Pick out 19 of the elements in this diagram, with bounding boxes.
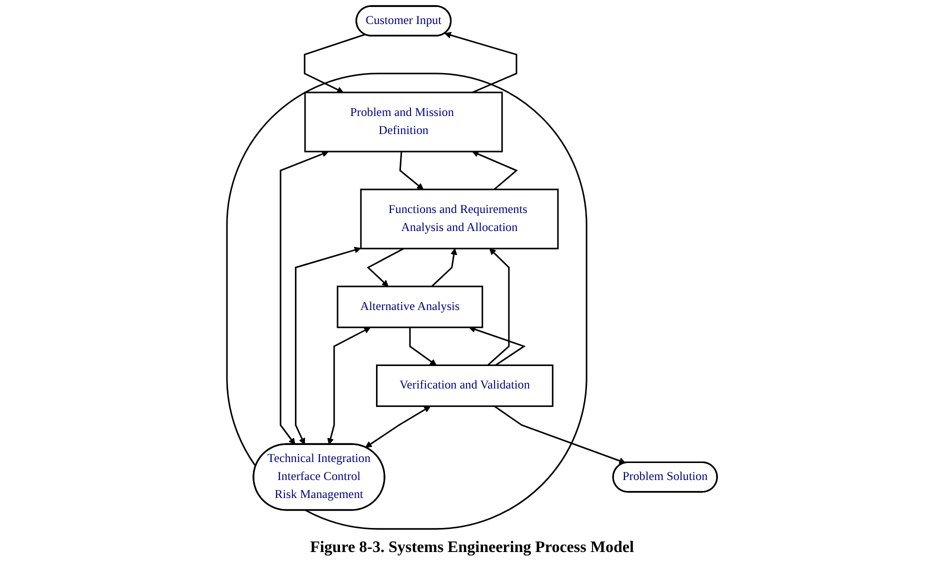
arrow (327, 327, 371, 445)
arrow (494, 406, 626, 464)
node-box: Alternative Analysis (336, 286, 484, 328)
arrow (280, 150, 329, 445)
arrow (399, 152, 424, 190)
arrow (409, 327, 437, 366)
arrow (294, 246, 361, 445)
node-box: Problem and Mission Definition (304, 92, 503, 152)
arrow (366, 248, 404, 287)
arrow (431, 248, 458, 287)
arrow (468, 326, 526, 366)
arrow (304, 34, 366, 93)
node-box: Functions and Requirements Analysis and Allocation (360, 188, 559, 250)
arrow (472, 150, 518, 190)
arrow (487, 248, 510, 366)
node-box: Verification and Validation (376, 364, 554, 407)
arrow (444, 32, 518, 94)
figure-caption: Figure 8-3. Systems Engineering Process Model (310, 538, 634, 558)
arrow (365, 406, 431, 448)
